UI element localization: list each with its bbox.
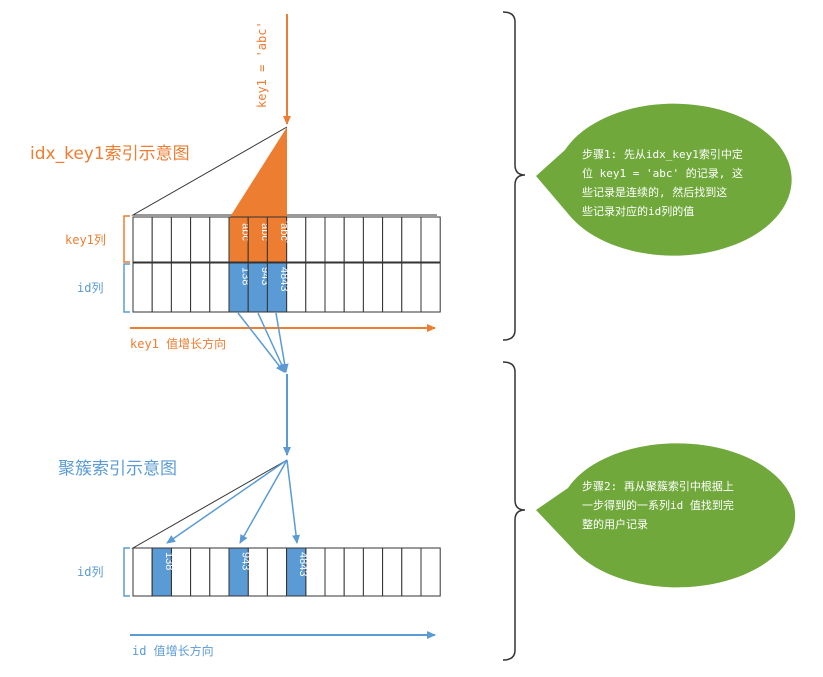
step2-bubble-shape	[536, 443, 796, 588]
cluster-id-row: 138 943 4843	[132, 547, 441, 597]
idx-key-cell	[382, 216, 403, 263]
idx-id-value: 4843	[278, 267, 290, 291]
key1-row-label: key1列	[65, 233, 106, 247]
idx-title: idx_key1索引示意图	[30, 144, 190, 164]
callout-line: 步骤2: 再从聚簇索引中根据上	[582, 479, 734, 493]
cluster-id-value: 4843	[297, 552, 309, 576]
id-row-label: id列	[77, 281, 103, 295]
idx-key-cell	[209, 216, 230, 263]
cluster-id-cell	[420, 547, 441, 597]
cluster-id-value: 943	[240, 552, 252, 570]
idx-key-cell	[151, 216, 172, 263]
idx-key-cell	[170, 216, 192, 263]
step1-text: 步骤1: 先从idx_key1索引中定位 key1 = 'abc' 的记录, 这…	[582, 147, 743, 218]
cluster-id-label: id列	[77, 565, 103, 579]
callout-line: 些记录是连续的, 然后找到这	[582, 185, 727, 199]
idx-key-row: 'abc''abc''abc'	[132, 216, 441, 263]
cluster-lookup-line-2	[239, 459, 288, 544]
cluster-id-highlight-cell	[286, 547, 307, 597]
cluster-id-cell	[190, 547, 211, 597]
callout-line: 一步得到的一系列id 值找到完	[582, 498, 734, 512]
idx-id-cell	[209, 262, 230, 313]
idx-id-cell	[420, 262, 441, 313]
cluster-id-cell	[401, 547, 422, 597]
callout-line: 位 key1 = 'abc' 的记录, 这	[582, 166, 743, 180]
idx-id-cell	[362, 262, 384, 313]
key1-direction-label: key1 值增长方向	[130, 336, 226, 351]
idx-id-cell	[343, 262, 364, 313]
idx-key-value: 'abc'	[278, 221, 290, 243]
cluster-id-highlight-cell	[228, 547, 249, 597]
idx-key-cell	[362, 216, 384, 263]
id-convergence-line-1	[237, 312, 285, 373]
id-direction-label: id 值增长方向	[132, 643, 214, 658]
callout-line: 整的用户记录	[582, 517, 648, 531]
step2-callout: 步骤2: 再从聚簇索引中根据上一步得到的一系列id 值找到完整的用户记录	[536, 443, 796, 588]
step1-callout: 步骤1: 先从idx_key1索引中定位 key1 = 'abc' 的记录, 这…	[536, 103, 792, 256]
cluster-title: 聚簇索引示意图	[58, 459, 177, 479]
idx-id-highlight-cell	[266, 262, 288, 313]
idx-key-cell	[324, 216, 345, 263]
cluster-id-cell	[132, 547, 153, 597]
cluster-id-cell	[343, 547, 364, 597]
callout-line: 些记录对应的id列的值	[582, 204, 694, 218]
cluster-id-cell	[266, 547, 288, 597]
cluster-id-highlight-cell	[151, 547, 172, 597]
cluster-id-cell	[324, 547, 345, 597]
cluster-id-bracket	[123, 547, 130, 597]
id-convergence-line-2	[257, 312, 286, 373]
idx-tree-triangle	[131, 126, 437, 216]
idx-key-highlight-cell	[266, 216, 288, 263]
cluster-lookup-line-3	[286, 459, 301, 544]
callout-line: 步骤1: 先从idx_key1索引中定	[582, 147, 743, 161]
key1-row-bracket	[123, 215, 130, 263]
idx-id-cell	[190, 262, 211, 313]
idx-key-cell	[132, 216, 153, 263]
idx-id-cell	[324, 262, 345, 313]
id-row-bracket	[123, 263, 130, 313]
cluster-lookup-line-1	[166, 459, 288, 544]
step2-text: 步骤2: 再从聚簇索引中根据上一步得到的一系列id 值找到完整的用户记录	[582, 479, 734, 531]
idx-id-cell	[132, 262, 153, 313]
idx-id-cell	[401, 262, 422, 313]
cluster-id-value: 138	[163, 552, 175, 570]
idx-key-cell	[343, 216, 364, 263]
search-key-label: key1 = 'abc'	[255, 21, 269, 108]
id-convergence-line-3	[275, 312, 289, 373]
step1-bubble-shape	[536, 103, 792, 256]
cluster-id-cell	[382, 547, 403, 597]
idx-id-cell	[305, 262, 326, 313]
cluster-id-cell	[362, 547, 384, 597]
step2-brace	[502, 361, 526, 661]
step1-brace	[502, 11, 526, 341]
idx-id-cell	[170, 262, 192, 313]
idx-key-cell	[420, 216, 441, 263]
idx-id-cell	[151, 262, 172, 313]
idx-key-cell	[401, 216, 422, 263]
idx-key-cell	[305, 216, 326, 263]
idx-id-cell	[382, 262, 403, 313]
cluster-id-cell	[209, 547, 230, 597]
idx-search-wedge	[230, 127, 287, 217]
idx-key-cell	[190, 216, 211, 263]
